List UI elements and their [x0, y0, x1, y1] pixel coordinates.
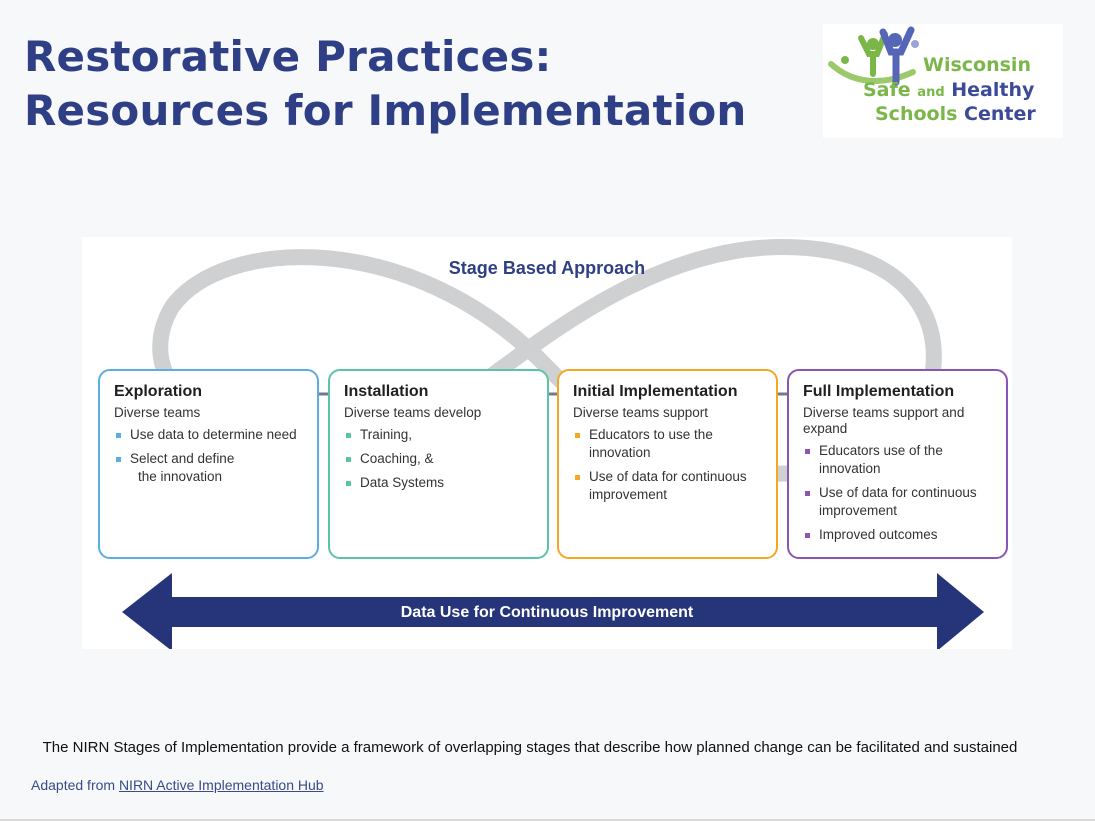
nirn-hub-link[interactable]: NIRN Active Implementation Hub: [118, 777, 324, 793]
attribution-prefix: Adapted from: [31, 777, 119, 793]
bullet-icon: [346, 457, 351, 462]
stage-based-approach-diagram: Stage Based Approach Exploration Diverse…: [82, 237, 1012, 649]
logo-figures-icon: [828, 26, 919, 86]
stage-title: Installation: [344, 383, 429, 400]
list-item: Coaching, &: [344, 450, 533, 468]
logo-text-schools: Schools: [875, 103, 958, 125]
list-item: Training,: [344, 426, 533, 444]
diagram-title: Stage Based Approach: [448, 258, 646, 278]
logo-text-line2: Safe and Healthy: [863, 79, 1034, 101]
stage-full-implementation: Full Implementation Diverse teams suppor…: [787, 369, 1008, 559]
bullet-icon: [805, 491, 810, 496]
logo-text-safe: Safe: [863, 79, 911, 101]
stage-initial-implementation: Initial Implementation Diverse teams sup…: [557, 369, 778, 559]
slide-title: Restorative Practices: Resources for Imp…: [24, 30, 747, 138]
stage-subtitle: Diverse teams support and expand: [803, 405, 965, 436]
bullet-icon: [116, 433, 121, 438]
stage-title: Exploration: [114, 383, 203, 400]
stage-exploration: Exploration Diverse teams Use data to de…: [98, 369, 319, 559]
list-item: Improved outcomes: [803, 526, 992, 544]
stage-subtitle: Diverse teams develop: [344, 405, 482, 420]
diagram-caption: The NIRN Stages of Implementation provid…: [42, 739, 1018, 756]
slide-title-line2: Resources for Implementation: [24, 86, 747, 135]
list-item: Use of data for continuous improvement: [573, 468, 762, 504]
list-item: Use of data for continuous improvement: [803, 484, 992, 520]
stage-subtitle: Diverse teams: [114, 405, 201, 420]
list-item: Data Systems: [344, 474, 533, 492]
logo-text-wisconsin: Wisconsin: [923, 54, 1031, 76]
divider: [0, 819, 1095, 821]
logo-text-center: Center: [964, 103, 1036, 125]
logo-text-and: and: [917, 85, 945, 100]
stage-title: Full Implementation: [803, 383, 955, 400]
bullet-icon: [805, 449, 810, 454]
stage-subtitle: Diverse teams support: [573, 405, 709, 420]
slide-title-line1: Restorative Practices:: [24, 32, 552, 81]
data-use-arrow-label: Data Use for Continuous Improvement: [400, 604, 694, 621]
list-item: Educators use of the innovation: [803, 442, 992, 478]
list-item: Use data to determine need: [114, 426, 303, 444]
bullet-icon: [805, 533, 810, 538]
list-item: Educators to use the innovation: [573, 426, 762, 462]
bullet-icon: [575, 433, 580, 438]
stage-title: Initial Implementation: [573, 383, 738, 400]
bullet-icon: [346, 433, 351, 438]
logo-text-line3: Schools Center: [875, 103, 1036, 125]
wisconsin-safe-healthy-schools-logo: Wisconsin Safe and Healthy Schools Cente…: [823, 24, 1063, 138]
bullet-icon: [575, 475, 580, 480]
bullet-icon: [346, 481, 351, 486]
data-use-double-arrow: [122, 573, 984, 649]
stage-installation: Installation Diverse teams develop Train…: [328, 369, 549, 559]
bullet-icon: [116, 457, 121, 462]
attribution: Adapted from NIRN Active Implementation …: [31, 777, 324, 793]
logo-text-healthy: Healthy: [951, 79, 1035, 101]
